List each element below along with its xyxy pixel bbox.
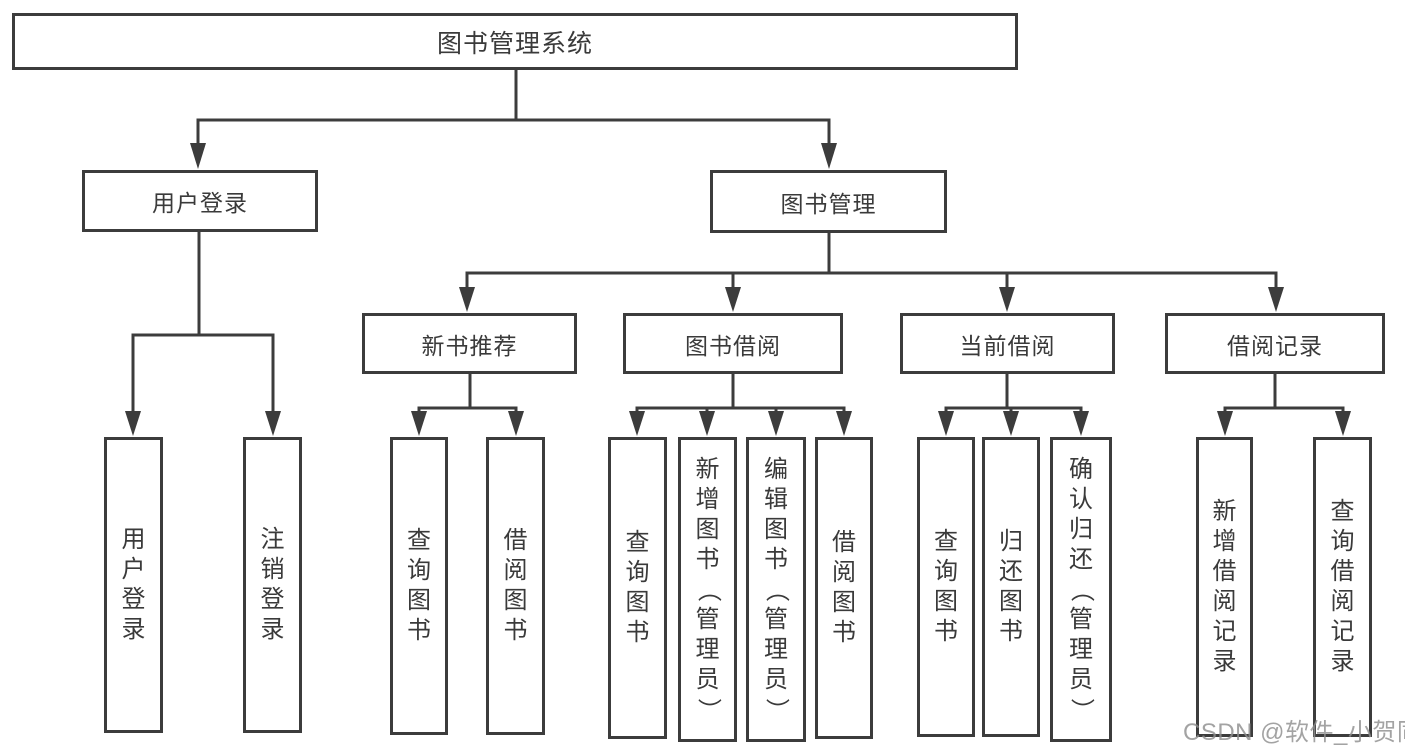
- leaf-current-confirm-return-admin: 确认归还（管理员）: [1050, 437, 1112, 742]
- leaf-borrow-edit-book-admin: 编辑图书（管理员）: [746, 437, 806, 742]
- leaf-label: 查询图书: [407, 527, 431, 644]
- leaf-label: 新增借阅记录: [1212, 498, 1237, 675]
- csdn-watermark: CSDN @软件_小贺同学: [1183, 719, 1405, 746]
- node-book-management: 图书管理: [710, 170, 947, 233]
- node-label: 借阅记录: [1227, 332, 1323, 359]
- node-book-borrowing: 图书借阅: [623, 313, 843, 374]
- node-current-borrowing: 当前借阅: [900, 313, 1115, 374]
- node-label: 当前借阅: [959, 332, 1056, 359]
- leaf-newbook-borrow-books: 借阅图书: [486, 437, 545, 735]
- leaf-records-add-record: 新增借阅记录: [1196, 437, 1253, 737]
- leaf-label: 注销登录: [260, 526, 285, 643]
- leaf-label: 用户登录: [121, 526, 146, 643]
- node-label: 图书管理: [780, 190, 877, 217]
- leaf-newbook-query-books: 查询图书: [390, 437, 448, 735]
- leaf-current-return-books: 归还图书: [982, 437, 1040, 737]
- arrowheads: [125, 143, 1351, 436]
- leaf-label: 新增图书（管理员）: [694, 455, 722, 722]
- leaf-label: 借阅图书: [503, 527, 528, 644]
- leaf-label: 借阅图书: [832, 529, 856, 646]
- leaf-logout: 注销登录: [243, 437, 302, 733]
- node-label: 用户登录: [152, 190, 248, 216]
- leaf-borrow-borrow-books: 借阅图书: [815, 437, 873, 739]
- leaf-borrow-query-books: 查询图书: [608, 437, 667, 739]
- node-label: 新书推荐: [421, 332, 518, 359]
- leaf-label: 确认归还（管理员）: [1068, 455, 1095, 722]
- leaf-records-query-record: 查询借阅记录: [1313, 437, 1372, 737]
- node-user-login: 用户登录: [82, 170, 318, 232]
- leaf-borrow-add-book-admin: 新增图书（管理员）: [678, 437, 737, 742]
- leaf-user-login: 用户登录: [104, 437, 163, 733]
- node-new-book-recommendation: 新书推荐: [362, 313, 577, 374]
- leaf-label: 编辑图书（管理员）: [763, 455, 790, 722]
- leaf-label: 查询借阅记录: [1330, 498, 1355, 675]
- leaf-current-query-books: 查询图书: [917, 437, 975, 737]
- node-label: 图书管理系统: [436, 29, 593, 58]
- leaf-label: 归还图书: [999, 528, 1023, 645]
- node-library-system: 图书管理系统: [12, 13, 1018, 70]
- node-label: 图书借阅: [685, 332, 781, 359]
- leaf-label: 查询图书: [934, 528, 958, 645]
- node-borrowing-records: 借阅记录: [1165, 313, 1385, 374]
- leaf-label: 查询图书: [625, 529, 650, 646]
